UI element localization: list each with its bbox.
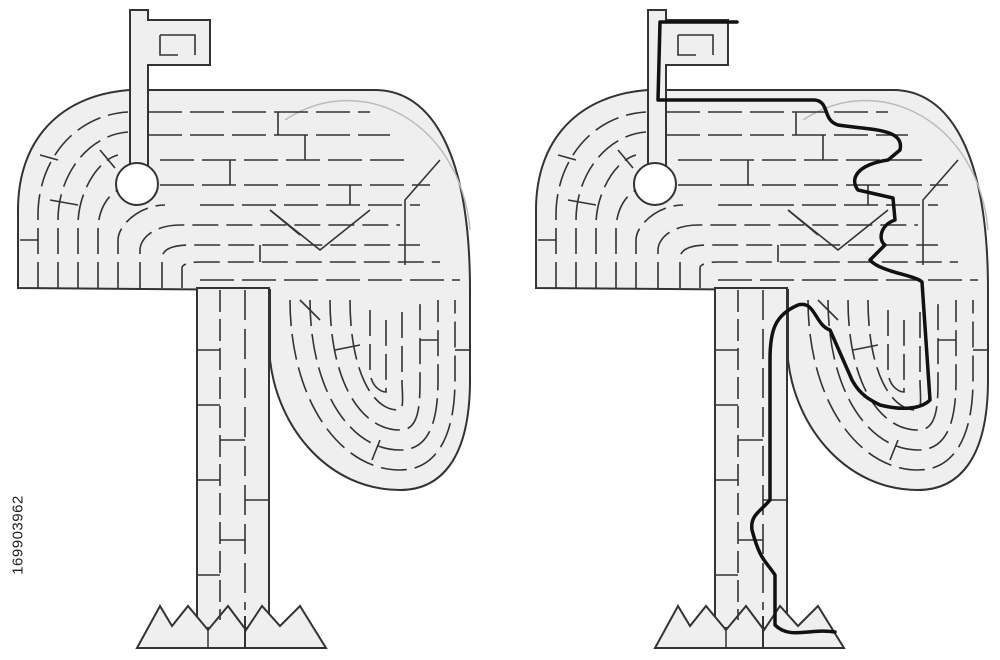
stock-id-label: 169903962 — [6, 420, 30, 650]
maze-solved — [535, 9, 989, 649]
solution-path — [656, 20, 932, 635]
maze-unsolved — [17, 9, 471, 649]
stock-id-text: 169903962 — [9, 495, 27, 575]
